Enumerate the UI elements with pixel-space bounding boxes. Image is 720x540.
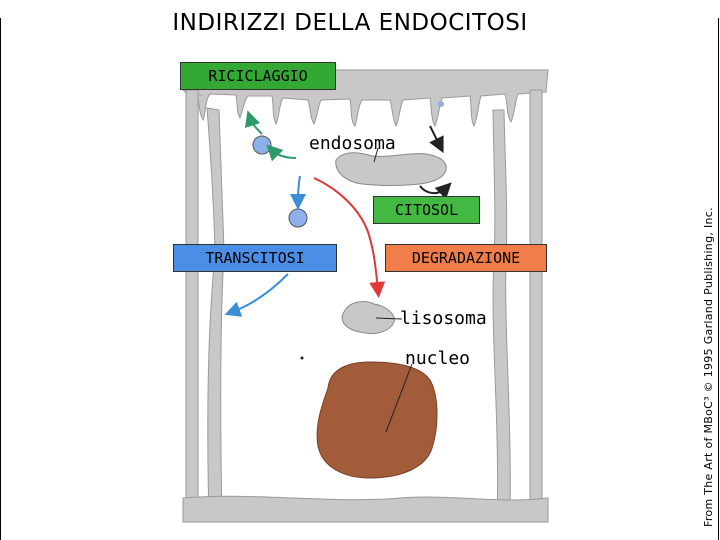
cytosol-tag: CITOSOL (373, 196, 480, 224)
endocytic-vesicle (438, 101, 444, 107)
endocytic-arrow (429, 125, 444, 154)
endosome-label: endosoma (309, 133, 396, 154)
transcytotic-vesicle (288, 208, 308, 228)
diagram-title: INDIRIZZI DELLA ENDOCITOSI (172, 10, 528, 36)
endosome-tubule (419, 182, 452, 200)
degradation-tag: DEGRADAZIONE (385, 244, 547, 272)
degradation-arrow (313, 177, 386, 298)
frame-left-border (0, 18, 1, 540)
lysosome-label: lisosoma (400, 308, 487, 329)
transcytosis-arrow-down (290, 175, 307, 210)
nucleus (316, 361, 438, 479)
nucleus-label: nucleo (405, 348, 471, 369)
endosome-leader (373, 147, 379, 163)
transcytosis-arrow-basolateral (224, 273, 289, 317)
recycling-vesicle (252, 135, 272, 155)
lysosome (341, 301, 395, 335)
recycling-tag: RICICLAGGIO (180, 62, 336, 90)
recycling-arrow-up (244, 110, 263, 135)
copyright-credit: From The Art of MBoC³ © 1995 Garland Pub… (702, 207, 715, 527)
frame-right-border (718, 18, 719, 540)
nucleus-leader (385, 363, 413, 433)
transcytosis-tag: TRANSCITOSI (173, 244, 337, 272)
stray-dot (300, 356, 304, 360)
lysosome-leader (375, 317, 403, 320)
endosome (335, 152, 447, 186)
recycling-arrow-in (266, 144, 297, 162)
basal-membrane (182, 495, 549, 523)
lateral-membranes (185, 89, 543, 521)
